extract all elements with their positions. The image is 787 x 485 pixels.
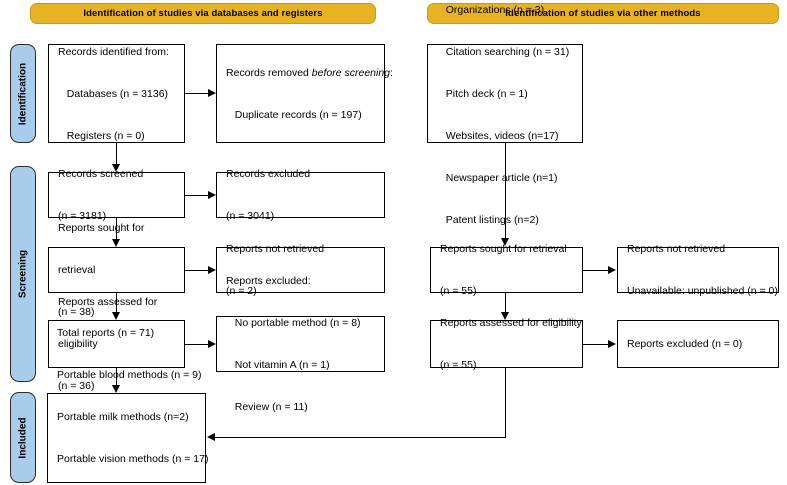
arrowhead-assessed-to-excluded <box>208 340 216 348</box>
arrowhead-sought-to-assessed <box>112 312 120 320</box>
box-included-reports: Total reports (n = 71) Portable blood me… <box>47 327 208 483</box>
box-right-reports-assessed-eligibility: Reports assessed for eligibility (n = 55… <box>430 317 583 371</box>
connector-sought-to-assessed <box>116 293 118 313</box>
box-right-reports-excluded: Reports excluded (n = 0) <box>617 320 779 368</box>
connector-right-assessed-to-included-vertical <box>505 368 507 438</box>
stage-bar-screening: Screening <box>10 166 36 382</box>
arrowhead-screened-to-excluded <box>208 191 216 199</box>
stage-label-included: Included <box>17 416 29 459</box>
box-records-removed-before-screening-text: Records removed before screening: Duplic… <box>226 66 393 121</box>
arrowhead-right-sought-to-not-retrieved <box>608 266 616 274</box>
connector-right-sought-to-not-retrieved <box>583 270 609 272</box>
box-records-excluded-text: Records excluded (n = 3041) <box>226 168 311 222</box>
connector-screened-to-sought <box>116 218 118 240</box>
box-records-screened: Records screened (n = 3181) <box>48 168 185 222</box>
box-reports-sought-retrieval-text: Reports sought for retrieval (n = 38) <box>58 222 145 318</box>
connector-right-assessed-to-included-horizontal <box>214 437 506 439</box>
arrowhead-assessed-to-included <box>112 385 120 393</box>
arrowhead-identified-to-screened <box>112 164 120 172</box>
box-records-identified-databases-text: Records identified from: Databases (n = … <box>58 45 169 142</box>
arrowhead-right-sought-to-assessed <box>501 312 509 320</box>
connector-right-assessed-to-excluded <box>583 344 609 346</box>
banner-other-methods-label: Identification of studies via other meth… <box>505 8 701 19</box>
box-included-reports-text: Total reports (n = 71) Portable blood me… <box>57 327 209 465</box>
arrowhead-right-identified-to-sought <box>501 238 509 246</box>
arrowhead-right-to-included <box>207 433 215 441</box>
stage-label-screening: Screening <box>17 249 29 299</box>
box-reports-not-retrieved: Reports not retrieved (n = 2) <box>216 243 385 297</box>
box-records-removed-before-screening: Records removed before screening: Duplic… <box>216 44 393 143</box>
connector-sought-to-not-retrieved <box>185 270 209 272</box>
box-reports-excluded-reasons-text: Reports excluded: No portable method (n … <box>226 275 361 413</box>
box-right-reports-sought-retrieval: Reports sought for retrieval (n = 55) <box>430 243 583 297</box>
arrowhead-identified-to-removed <box>208 89 216 97</box>
connector-right-sought-to-assessed <box>505 293 507 313</box>
box-reports-excluded-reasons: Reports excluded: No portable method (n … <box>216 275 385 413</box>
box-reports-not-retrieved-text: Reports not retrieved (n = 2) <box>226 243 325 297</box>
box-records-identified-databases: Records identified from: Databases (n = … <box>48 44 185 143</box>
box-right-reports-not-retrieved: Reports not retrieved Unavailable: unpub… <box>617 243 779 297</box>
box-records-excluded: Records excluded (n = 3041) <box>216 168 385 222</box>
box-reports-sought-retrieval: Reports sought for retrieval (n = 38) <box>48 222 185 318</box>
stage-bar-included: Included <box>10 392 36 483</box>
removed-line-1: Records removed before screening: <box>226 66 393 79</box>
box-reports-assessed-eligibility: Reports assessed for eligibility (n = 36… <box>48 296 185 392</box>
arrowhead-sought-to-not-retrieved <box>208 266 216 274</box>
arrowhead-screened-to-sought <box>112 239 120 247</box>
stage-bar-identification: Identification <box>10 44 36 143</box>
connector-assessed-to-included <box>116 368 118 386</box>
connector-assessed-to-excluded <box>185 344 209 346</box>
box-records-identified-other-methods-text: Records identified from: Organizations (… <box>437 3 570 226</box>
connector-identified-to-screened <box>116 143 118 165</box>
box-right-reports-not-retrieved-text: Reports not retrieved Unavailable: unpub… <box>627 243 778 297</box>
arrowhead-right-assessed-to-excluded <box>608 340 616 348</box>
box-right-reports-excluded-text: Reports excluded (n = 0) <box>627 338 743 350</box>
box-reports-assessed-eligibility-text: Reports assessed for eligibility (n = 36… <box>58 296 158 392</box>
connector-screened-to-excluded <box>185 195 209 197</box>
box-records-screened-text: Records screened (n = 3181) <box>58 168 144 222</box>
stage-label-identification: Identification <box>17 62 29 125</box>
banner-databases-registers-label: Identification of studies via databases … <box>83 8 323 19</box>
connector-identified-to-removed <box>185 93 209 95</box>
banner-other-methods: Identification of studies via other meth… <box>427 3 779 24</box>
box-right-reports-sought-retrieval-text: Reports sought for retrieval (n = 55) <box>440 243 567 297</box>
banner-databases-registers: Identification of studies via databases … <box>30 3 376 24</box>
box-right-reports-assessed-eligibility-text: Reports assessed for eligibility (n = 55… <box>440 317 582 371</box>
connector-right-identified-to-sought <box>505 143 507 239</box>
box-records-identified-other-methods: Records identified from: Organizations (… <box>427 4 583 226</box>
